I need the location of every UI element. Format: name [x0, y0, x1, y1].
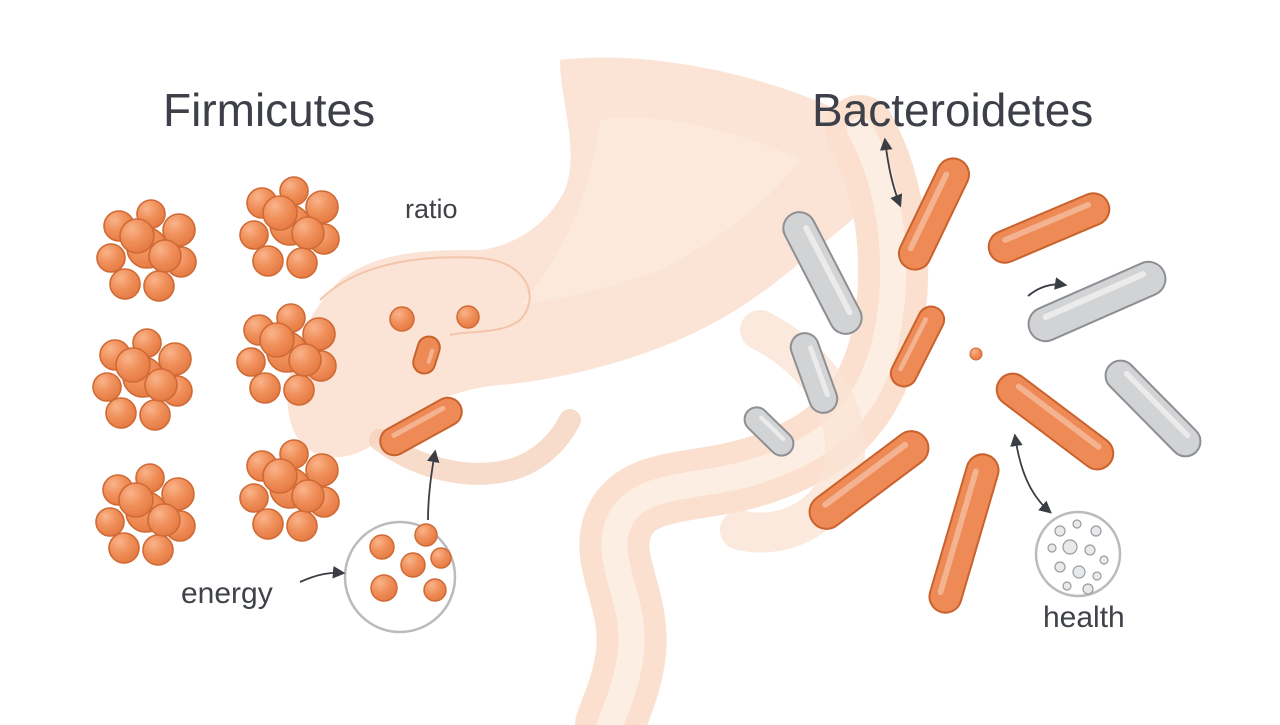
- health-particle: [1054, 525, 1066, 537]
- up-arrow: [427, 449, 440, 521]
- health-particles: [1047, 519, 1109, 595]
- health-particle: [1082, 583, 1094, 595]
- stomach-inner-fold: [520, 117, 800, 305]
- coccus: [162, 213, 196, 247]
- health-particle: [1062, 581, 1072, 591]
- arrows: [299, 137, 1068, 583]
- coccus: [288, 343, 322, 377]
- health-magnifier: [1034, 510, 1122, 598]
- health-particle: [1047, 543, 1057, 553]
- gray-rod: [782, 211, 863, 335]
- coccus: [305, 190, 339, 224]
- coccus: [291, 216, 325, 250]
- orange-rod: [995, 372, 1115, 471]
- energy-particle: [423, 578, 447, 602]
- cocci-cluster: [96, 199, 197, 302]
- gray-rod: [789, 332, 839, 414]
- coccus: [96, 243, 126, 273]
- coccus: [92, 372, 122, 402]
- coccus: [286, 510, 318, 542]
- loose-cocci: [389, 305, 983, 361]
- coccus: [305, 453, 339, 487]
- coccus: [139, 399, 171, 431]
- coccus: [142, 534, 174, 566]
- health-particle: [1084, 544, 1096, 556]
- coccus: [118, 482, 154, 518]
- coccus: [147, 503, 181, 537]
- coccus: [286, 247, 318, 279]
- health-particle: [1062, 539, 1078, 555]
- orange-rod: [987, 192, 1111, 264]
- coccus: [148, 239, 182, 273]
- orange-rod: [412, 335, 441, 375]
- duodenum-curve: [369, 409, 581, 485]
- coccus: [109, 268, 141, 300]
- coccus: [239, 483, 269, 513]
- coccus: [115, 347, 151, 383]
- coccus: [105, 397, 137, 429]
- energy-magnifier: [343, 520, 457, 634]
- gray-rod: [1104, 359, 1202, 458]
- cocci-cluster: [239, 439, 340, 542]
- health-label: health: [1043, 601, 1125, 634]
- health-bidirectional-arrow: [1010, 433, 1052, 514]
- coccus: [252, 508, 284, 540]
- cocci-cluster: [92, 328, 193, 431]
- gray-rod: [1027, 260, 1167, 343]
- coccus: [143, 270, 175, 302]
- orange-rod: [808, 430, 930, 530]
- health-particle: [1072, 565, 1086, 579]
- orange-rod: [928, 453, 1000, 614]
- stomach-outline: [319, 256, 531, 336]
- health-particle: [1072, 519, 1082, 529]
- bacteroidetes-rods: [379, 157, 1202, 614]
- bacteroidetes-bidirectional-arrow: [879, 137, 903, 208]
- orange-rod: [379, 396, 463, 457]
- energy-label: energy: [181, 577, 273, 610]
- intestine-tube-highlight: [597, 117, 907, 725]
- orange-rod: [889, 305, 946, 388]
- flow-arrow: [1027, 277, 1068, 297]
- cocci-cluster: [239, 176, 340, 279]
- loose-coccus: [969, 347, 983, 361]
- health-particle: [1099, 555, 1109, 565]
- coccus: [119, 218, 155, 254]
- coccus: [108, 532, 140, 564]
- health-particle: [1092, 571, 1102, 581]
- loose-coccus: [389, 306, 415, 332]
- energy-particle: [430, 547, 452, 569]
- coccus: [236, 347, 266, 377]
- coccus: [144, 368, 178, 402]
- health-particle: [1054, 561, 1066, 573]
- health-particle: [1090, 525, 1102, 537]
- coccus: [249, 372, 281, 404]
- energy-particle: [369, 534, 395, 560]
- coccus: [291, 479, 325, 513]
- energy-arrow: [299, 565, 346, 583]
- energy-particle: [400, 552, 426, 578]
- cocci-cluster: [236, 303, 337, 406]
- coccus: [95, 507, 125, 537]
- coccus: [302, 317, 336, 351]
- firmicutes-title: Firmicutes: [163, 84, 375, 136]
- orange-rod: [897, 157, 971, 271]
- firmicutes-cocci-clusters: [92, 176, 340, 566]
- coccus: [239, 220, 269, 250]
- ratio-label: ratio: [405, 194, 458, 224]
- coccus: [283, 374, 315, 406]
- coccus: [262, 195, 298, 231]
- loose-coccus: [456, 305, 480, 329]
- coccus: [252, 245, 284, 277]
- coccus: [262, 458, 298, 494]
- energy-circle: [343, 520, 457, 634]
- cocci-cluster: [95, 463, 196, 566]
- energy-particle: [414, 523, 438, 547]
- energy-particle: [370, 574, 398, 602]
- coccus: [158, 342, 192, 376]
- coccus: [259, 322, 295, 358]
- coccus: [161, 477, 195, 511]
- bacteroidetes-title: Bacteroidetes: [812, 84, 1093, 136]
